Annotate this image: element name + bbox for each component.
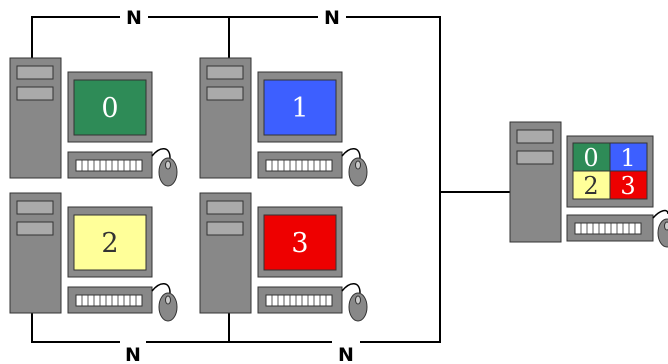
keyboard (67, 151, 153, 179)
keyboard (566, 214, 654, 242)
monitor: 2 (67, 206, 153, 278)
monitor-screen (263, 214, 337, 271)
monitor-screen (73, 214, 147, 271)
monitor-screen (263, 79, 337, 136)
computer-1: 1 (199, 57, 368, 187)
monitor: 3 (257, 206, 343, 278)
network-label-top-left: N (126, 7, 142, 29)
computer-3: 3 (199, 192, 368, 322)
network-label-bottom-right: N (338, 344, 354, 364)
monitor: 1 (257, 71, 343, 143)
display-computer: 0 1 2 3 (509, 121, 668, 248)
network-lines (31, 16, 510, 343)
top-bus-line (31, 16, 441, 343)
tile-0-number: 0 (583, 144, 598, 172)
mouse-icon (151, 283, 178, 322)
tower-case (199, 57, 252, 179)
monitor-number: 3 (291, 228, 308, 259)
tower-case (9, 192, 62, 314)
tiled-monitor: 0 1 2 3 (566, 135, 654, 208)
tile-3-number: 3 (620, 172, 635, 200)
tile-2-number: 2 (583, 172, 598, 200)
computer-0: 0 (9, 57, 178, 187)
monitor-screen (73, 79, 147, 136)
computer-2: 2 (9, 192, 178, 322)
monitor-number: 1 (291, 93, 308, 124)
mouse-icon (652, 209, 668, 248)
keyboard (67, 286, 153, 314)
monitor: 0 (67, 71, 153, 143)
network-label-top-right: N (324, 7, 340, 29)
tower-case (199, 192, 252, 314)
tile-1-number: 1 (620, 144, 635, 172)
mouse-icon (151, 148, 178, 187)
mouse-icon (341, 148, 368, 187)
network-label-bottom-left: N (125, 344, 141, 364)
mouse-icon (341, 283, 368, 322)
tile-3 (609, 170, 648, 200)
tower-case (509, 121, 562, 243)
tile-2 (572, 170, 611, 200)
monitor-number: 0 (101, 93, 118, 124)
keyboard (257, 286, 343, 314)
keyboard (257, 151, 343, 179)
tower-case (9, 57, 62, 179)
monitor-number: 2 (101, 228, 118, 259)
